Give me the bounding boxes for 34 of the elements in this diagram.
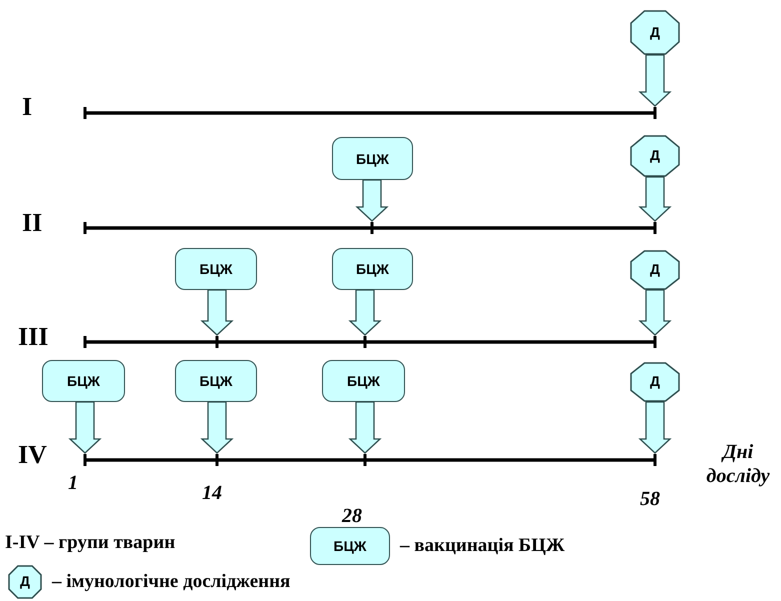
axis-label: Дні досліду: [705, 440, 771, 488]
vaccination-box: БЦЖ: [332, 137, 413, 180]
vaccination-box: БЦЖ: [322, 360, 405, 402]
legend-text: – вакцинація БЦЖ: [400, 535, 565, 557]
block-arrow: [200, 401, 234, 454]
block-arrow: [355, 179, 389, 222]
study-octagon: Д: [630, 250, 680, 290]
vaccination-box: БЦЖ: [175, 248, 257, 290]
legend-text: – імунологічне дослідження: [52, 571, 290, 593]
row-label: I: [22, 92, 32, 122]
vaccination-box: БЦЖ: [332, 248, 413, 290]
vaccination-box: БЦЖ: [42, 360, 125, 402]
row-label: II: [22, 208, 42, 238]
day-label: 14: [202, 482, 222, 505]
day-label: 28: [342, 505, 362, 528]
block-arrow: [638, 289, 672, 336]
study-octagon: Д: [8, 565, 42, 599]
legend-text: I-IV – групи тварин: [5, 532, 176, 554]
row-label: IV: [18, 440, 47, 470]
study-octagon: Д: [630, 10, 680, 55]
day-label: 58: [640, 488, 660, 511]
study-octagon: Д: [630, 135, 680, 177]
block-arrow: [200, 289, 234, 336]
day-label: 1: [68, 472, 78, 495]
vaccination-box: БЦЖ: [310, 527, 390, 565]
row-label: III: [18, 322, 48, 352]
block-arrow: [348, 289, 382, 336]
vaccination-box: БЦЖ: [175, 360, 257, 402]
study-octagon: Д: [630, 362, 680, 402]
block-arrow: [638, 176, 672, 222]
block-arrow: [638, 401, 672, 454]
block-arrow: [638, 54, 672, 107]
block-arrow: [68, 401, 102, 454]
block-arrow: [348, 401, 382, 454]
